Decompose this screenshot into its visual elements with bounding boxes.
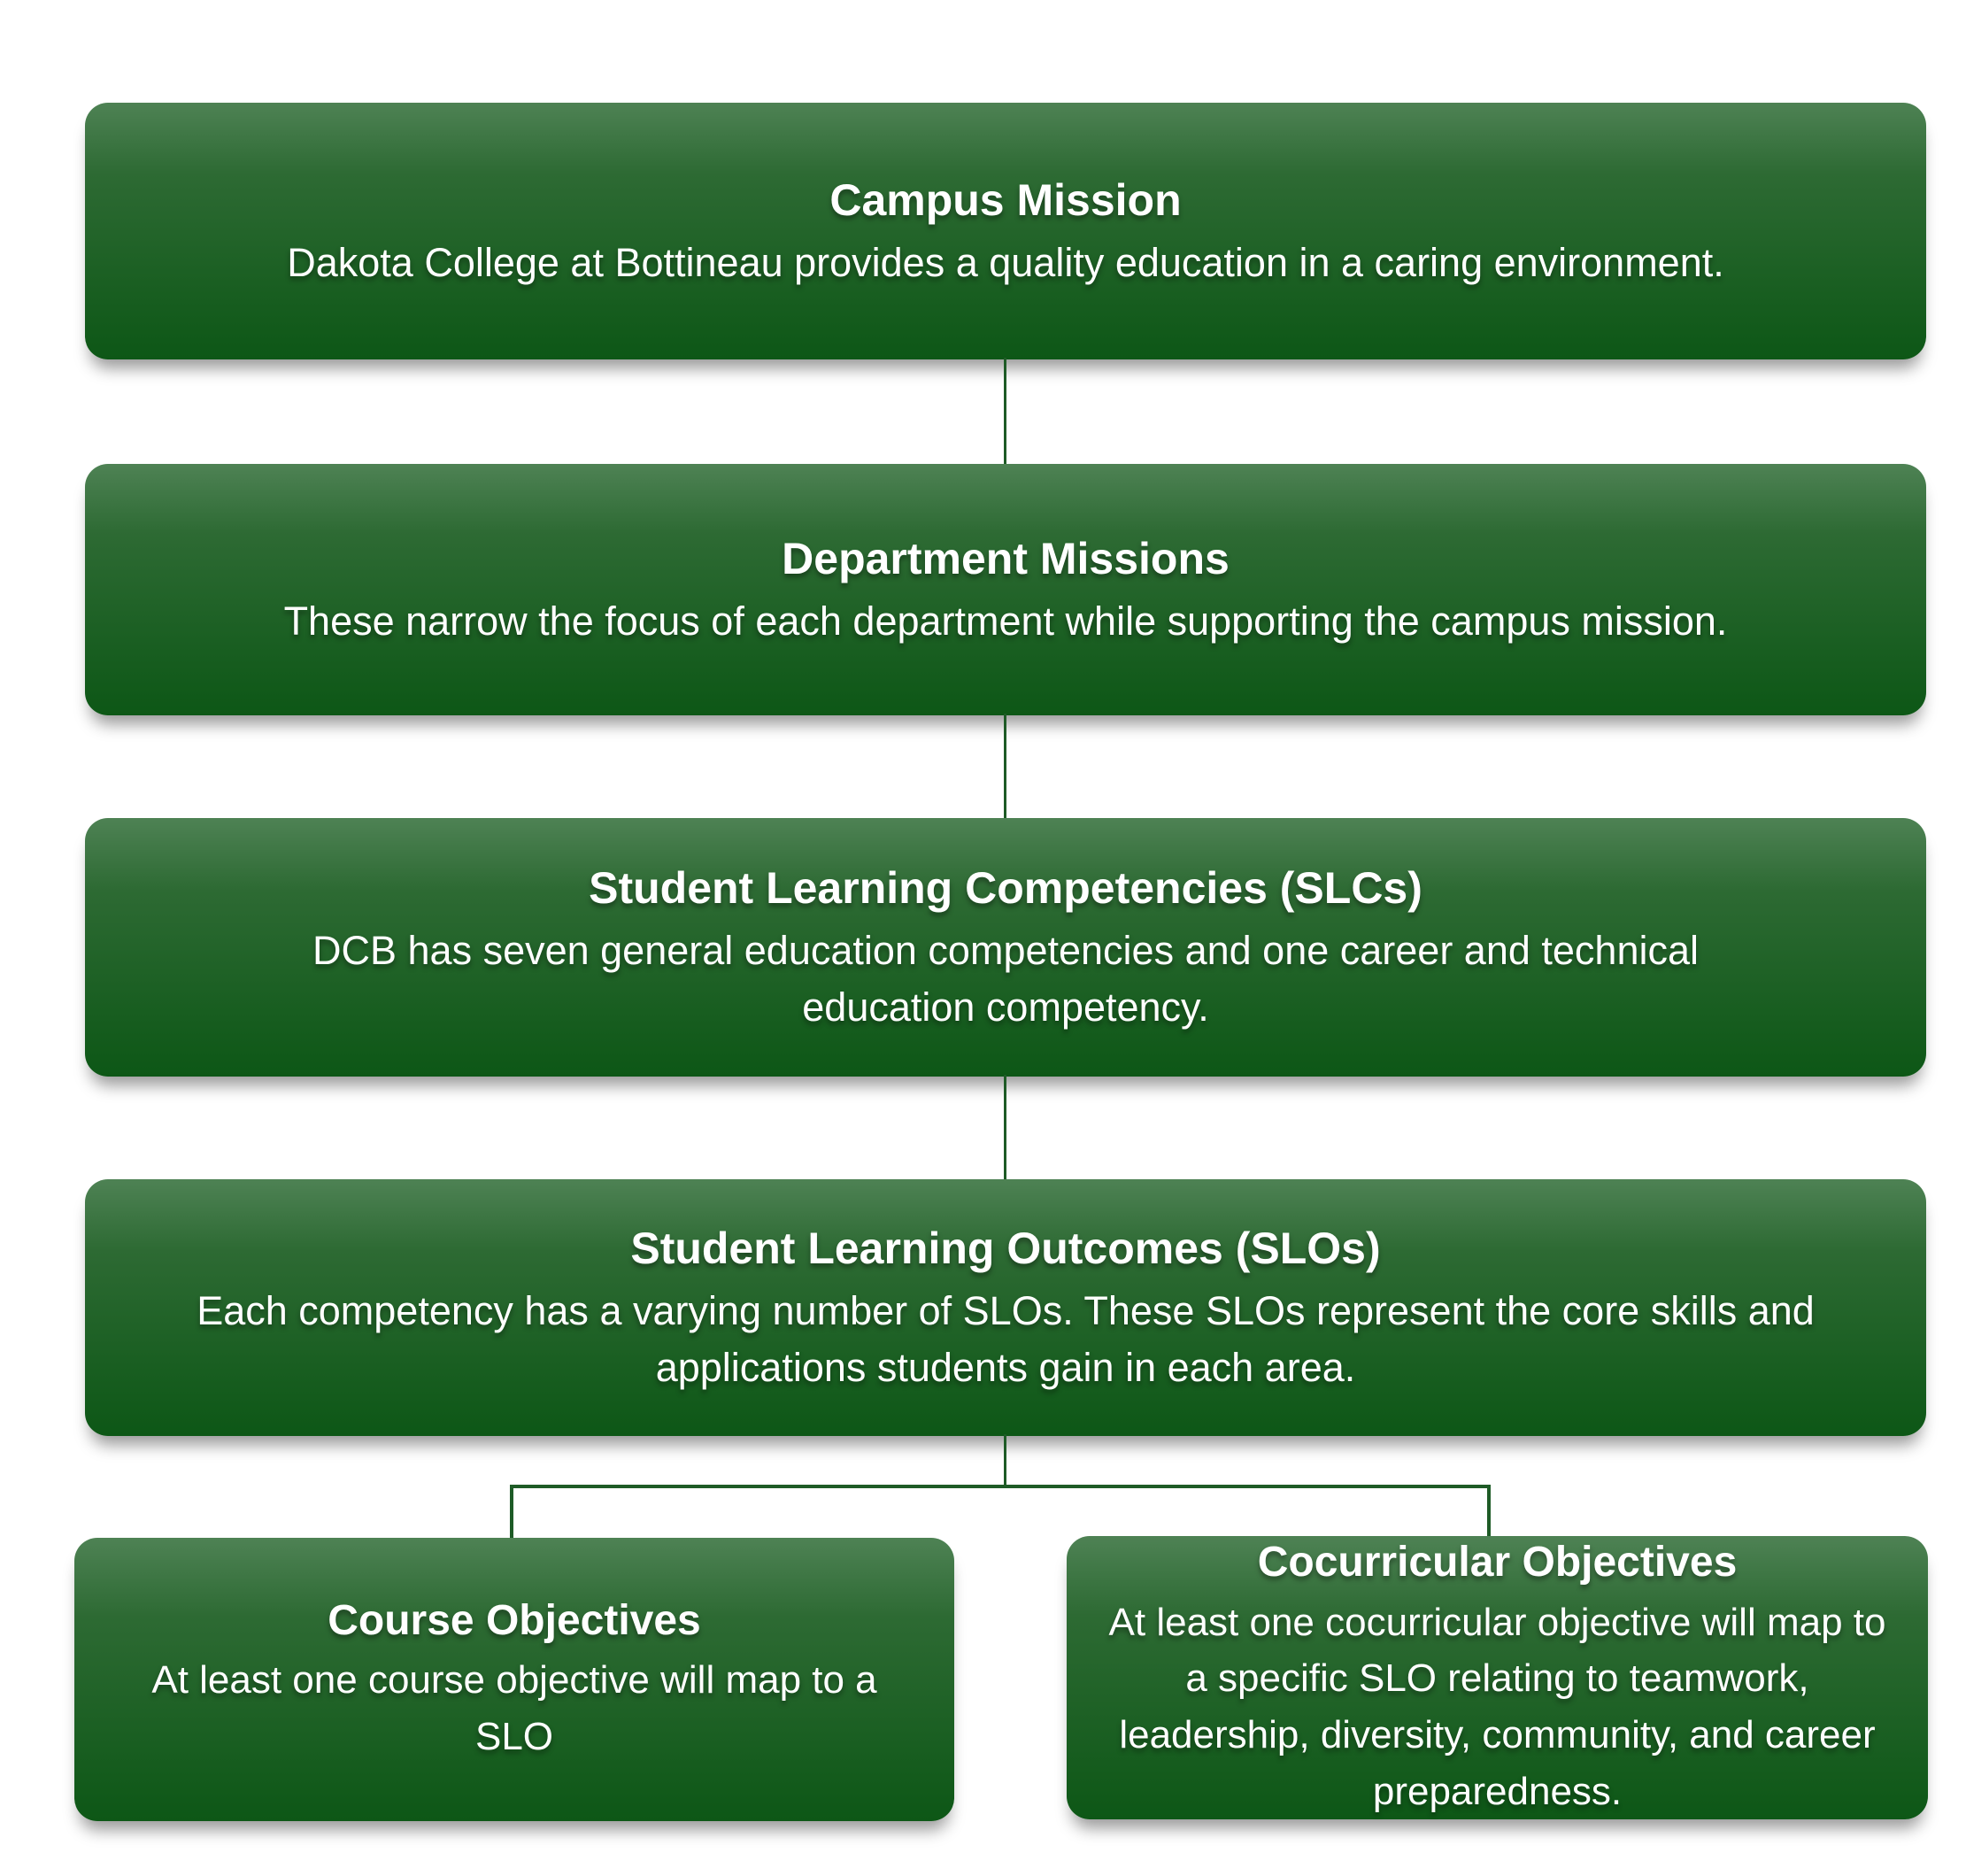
course-objectives-body: At least one course objective will map t… (151, 1658, 877, 1759)
student-learning-outcomes-box: Student Learning Outcomes (SLOs) Each co… (85, 1179, 1926, 1436)
course-objectives-box: Course Objectives At least one course ob… (74, 1538, 954, 1821)
cocurricular-objectives-title: Cocurricular Objectives (1257, 1539, 1738, 1586)
department-missions-title: Department Missions (782, 533, 1230, 583)
student-learning-competencies-body: DCB has seven general education competen… (312, 927, 1699, 1030)
cocurricular-objectives-box: Cocurricular Objectives At least one coc… (1067, 1536, 1928, 1819)
connector-campus-to-department (1004, 358, 1006, 466)
course-objectives-title: Course Objectives (328, 1597, 701, 1644)
department-missions-box: Department Missions These narrow the foc… (85, 464, 1926, 715)
student-learning-outcomes-title: Student Learning Outcomes (SLOs) (630, 1223, 1381, 1273)
branch-drop-left-connector (510, 1485, 513, 1540)
campus-mission-title: Campus Mission (829, 174, 1182, 225)
student-learning-competencies-title: Student Learning Competencies (SLCs) (589, 862, 1422, 913)
connector-slc-to-slo (1004, 1075, 1006, 1181)
student-learning-competencies-box: Student Learning Competencies (SLCs) DCB… (85, 818, 1926, 1077)
cocurricular-objectives-body: At least one cocurricular objective will… (1108, 1600, 1886, 1813)
campus-mission-box: Campus Mission Dakota College at Bottine… (85, 103, 1926, 359)
branch-drop-right-connector (1487, 1485, 1491, 1538)
student-learning-outcomes-body: Each competency has a varying number of … (197, 1287, 1815, 1390)
campus-mission-body: Dakota College at Bottineau provides a q… (287, 239, 1724, 285)
branch-stem-connector (1004, 1434, 1006, 1488)
branch-horizontal-connector (510, 1485, 1491, 1488)
connector-department-to-slc (1004, 714, 1006, 820)
department-missions-body: These narrow the focus of each departmen… (283, 598, 1728, 644)
